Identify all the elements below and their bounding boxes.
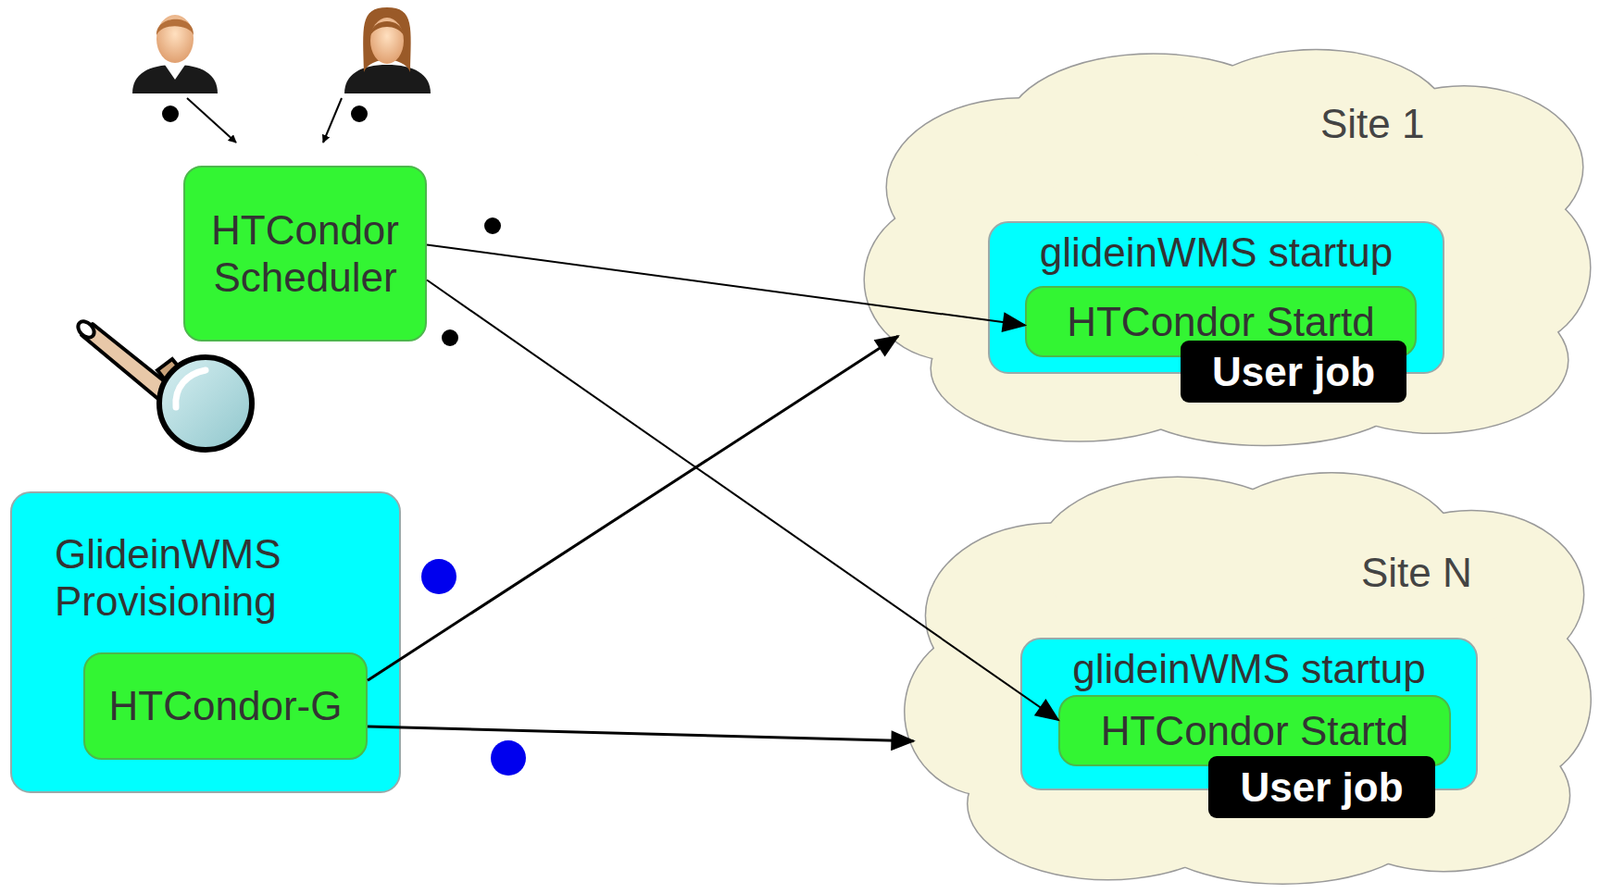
magnifier-handle-end (75, 318, 98, 341)
lens-glint (175, 370, 206, 408)
box-label: glideinWMS startup (1022, 639, 1476, 693)
user-collar (164, 64, 186, 80)
user-body (132, 64, 218, 94)
user-head (156, 14, 194, 63)
user-head (370, 17, 404, 64)
box-label: HTCondor Startd (1093, 707, 1417, 755)
provisioning-box: GlideinWMS ProvisioningHTCondor-G (10, 491, 401, 794)
user-job-box: User job (1180, 340, 1407, 403)
connector-arrow (367, 336, 899, 681)
condor-g-box: HTCondor-G (83, 652, 368, 761)
startup-box: glideinWMS startupHTCondor StartdUser jo… (987, 221, 1445, 375)
connector-arrow (426, 245, 1025, 326)
user-hair (156, 19, 194, 36)
site-label: Site N (1361, 549, 1473, 597)
box-label: HTCondor Startd (1059, 298, 1383, 346)
connector-arrow (426, 280, 1059, 721)
submit-arrow (187, 98, 237, 143)
connector-arrow (367, 726, 914, 742)
box-label: GlideinWMS Provisioning (54, 530, 361, 625)
user-icon-woman (344, 7, 431, 94)
job-dot (162, 105, 179, 123)
box-label: glideinWMS startup (989, 223, 1443, 276)
user-fringe (370, 21, 404, 36)
site-cloud: Site N glideinWMS startupHTCondor StartdU… (898, 469, 1598, 888)
box-label: User job (1204, 348, 1383, 396)
user-body (344, 64, 431, 94)
job-dot (441, 329, 459, 347)
user-hair (362, 7, 411, 73)
glidein-dot (421, 559, 457, 595)
site-cloud: Site 1 glideinWMS startupHTCondor StartdU… (857, 46, 1598, 450)
site-label: Site 1 (1320, 100, 1425, 148)
glidein-dot (490, 740, 526, 776)
user-icon-man (132, 14, 218, 94)
user-job-box: User job (1208, 756, 1436, 819)
job-dot (350, 105, 368, 123)
job-dot (484, 217, 501, 235)
magnifier-lens (159, 357, 252, 450)
scheduler-box: HTCondor Scheduler (183, 165, 427, 342)
box-label: HTCondor Scheduler (185, 206, 425, 301)
box-label: User job (1232, 763, 1411, 812)
startup-box: glideinWMS startupHTCondor StartdUser jo… (1020, 637, 1478, 791)
box-label: HTCondor-G (101, 682, 350, 730)
submit-arrow (323, 98, 342, 143)
